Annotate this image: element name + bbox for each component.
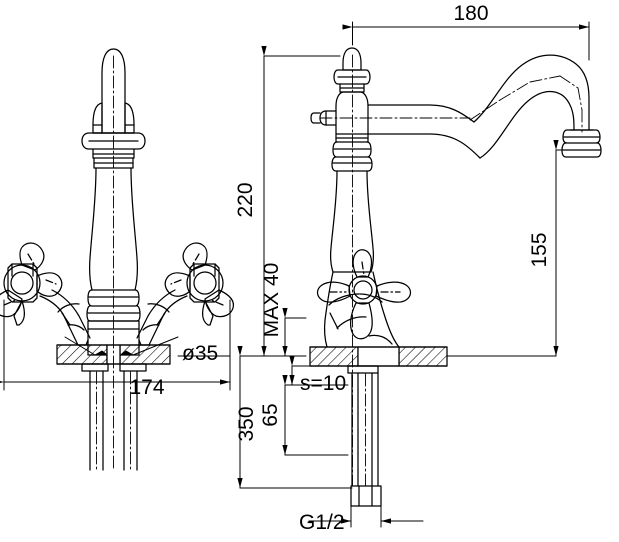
dim-155-label: 155 xyxy=(528,232,551,267)
front-tailpipes xyxy=(89,370,138,471)
side-tailpipe xyxy=(350,372,382,507)
side-deck-plate xyxy=(309,346,448,367)
dim-g12-group xyxy=(308,505,424,528)
dim-155-group xyxy=(446,140,587,357)
dim-s10-group xyxy=(289,356,311,386)
side-rings xyxy=(331,133,373,172)
side-underdeck-hardware xyxy=(347,365,379,374)
front-view xyxy=(0,48,235,471)
dim-180-group xyxy=(342,21,590,61)
front-deck-plate xyxy=(56,344,171,365)
dimension-lines xyxy=(0,21,590,528)
front-handle-left xyxy=(0,242,91,346)
side-view xyxy=(309,47,602,507)
dim-65-label: 65 xyxy=(259,403,282,426)
dim-220-label: 220 xyxy=(234,182,257,217)
dim-max40-label: MAX 40 xyxy=(260,263,283,338)
dim-350-label: 350 xyxy=(235,406,258,441)
dim-65-group xyxy=(282,375,349,456)
dim-d35-label: ø35 xyxy=(182,342,218,365)
dim-g12-label: G1/2 xyxy=(299,511,345,534)
dimension-labels: 180 220 MAX 40 155 350 65 s=10 ø35 174 G… xyxy=(129,2,551,534)
dim-180-label: 180 xyxy=(453,2,488,25)
front-underdeck-hardware xyxy=(81,363,147,372)
dim-350-group xyxy=(237,346,353,489)
dim-174-label: 174 xyxy=(129,376,164,399)
dim-max40-group xyxy=(282,308,307,357)
side-upper-barrel xyxy=(335,91,369,135)
side-swan-neck xyxy=(473,54,590,159)
front-handle-right xyxy=(136,242,235,346)
dim-s10-label: s=10 xyxy=(300,372,346,395)
dim-174-group xyxy=(0,299,231,391)
side-column xyxy=(329,170,375,273)
side-aerator xyxy=(561,129,602,158)
side-finial xyxy=(333,47,371,93)
side-spout-arm xyxy=(367,104,481,159)
dim-d35-group xyxy=(64,336,231,357)
front-column xyxy=(88,167,139,291)
front-centerlines xyxy=(96,55,131,471)
side-handle xyxy=(316,249,412,348)
side-centerlines xyxy=(319,54,583,487)
